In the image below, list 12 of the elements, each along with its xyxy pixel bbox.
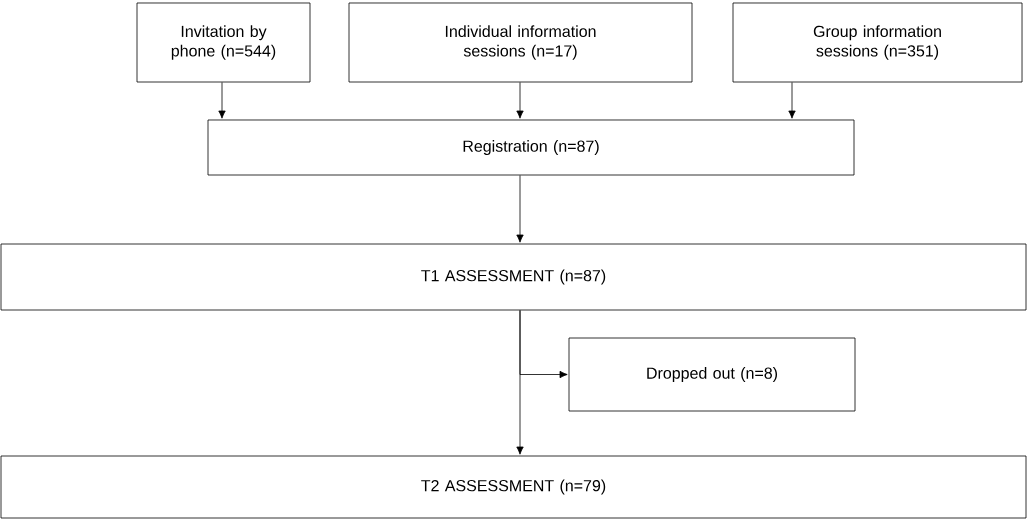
arrow — [218, 82, 226, 119]
arrow — [519, 310, 568, 379]
process-box: Group information sessions (n=351) — [732, 2, 1023, 83]
process-box: T2 ASSESSMENT (n=79) — [0, 455, 1027, 519]
process-box: Invitation by phone (n=544) — [136, 2, 311, 83]
arrow — [788, 82, 796, 119]
arrow — [516, 175, 524, 243]
process-box: Dropped out (n=8) — [568, 337, 856, 412]
process-box: Individual information sessions (n=17) — [348, 2, 693, 83]
process-box: Registration (n=87) — [207, 119, 855, 176]
arrow — [516, 82, 524, 119]
process-box: T1 ASSESSMENT (n=87) — [0, 243, 1027, 311]
